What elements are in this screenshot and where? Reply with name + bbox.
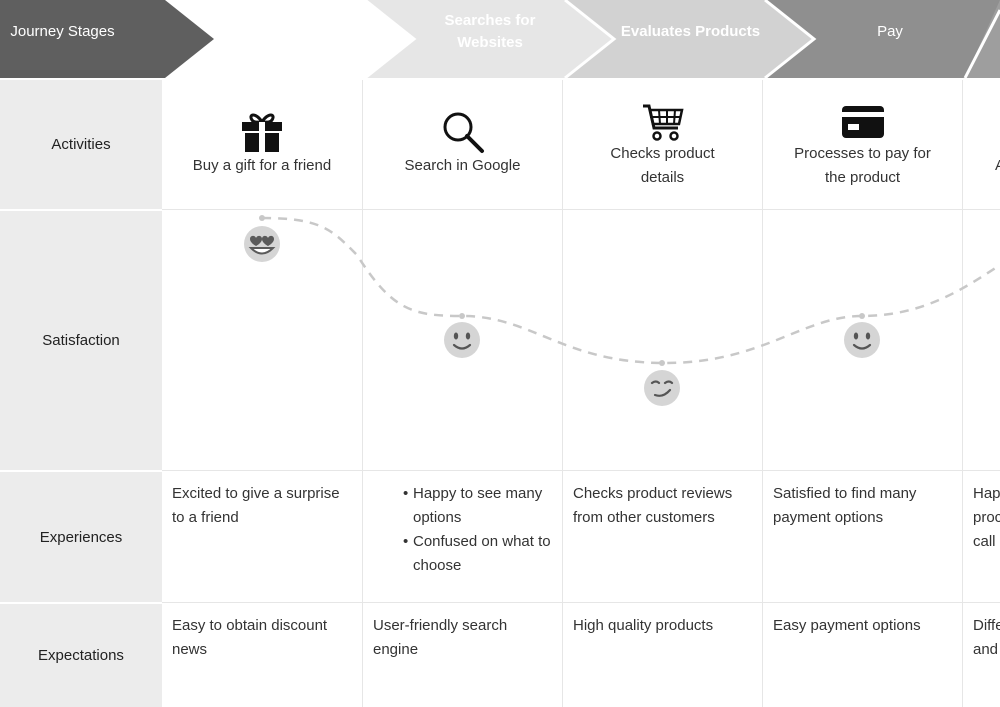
stage-label-2: Searches for Websites: [444, 12, 536, 51]
journey-stages-header: [0, 0, 1000, 80]
experience-line: Hap: [973, 485, 1000, 502]
expectation-cell-4: Easy payment options: [773, 614, 953, 638]
row-label-expectations: Expectations: [0, 604, 162, 707]
expectation-line: and: [973, 641, 999, 658]
expectation-cell-3: High quality products: [573, 614, 753, 638]
gift-icon: [242, 113, 282, 152]
experience-line: call: [973, 533, 996, 550]
heart-eyes-emoji: [244, 226, 280, 262]
stage-chevron-4: [765, 0, 1000, 78]
experience-line: proc: [973, 509, 1000, 526]
journey-stages-title: Journey Stages: [10, 23, 115, 40]
activity-cell-3: Checks product details: [563, 80, 762, 209]
expectation-cell-1: Easy to obtain discount news: [172, 614, 347, 662]
journey-stages-chevron: [0, 0, 214, 78]
experience-cell-3: Checks product reviews from other custom…: [573, 482, 753, 530]
stage-label-4: Pay: [877, 23, 903, 40]
expectation-line: Diffe: [973, 617, 1000, 634]
activity-cell-5: A: [963, 150, 1000, 180]
stage-label-3: Evaluates Products: [620, 23, 761, 40]
shopping-cart-icon: [642, 104, 684, 141]
search-icon: [443, 112, 484, 153]
stage-chevron-3: [565, 0, 814, 78]
stage-chevron-1: [165, 0, 414, 78]
activity-text-2: Search in Google: [404, 157, 521, 174]
experience-cell-2: Happy to see many options Confused on wh…: [403, 482, 553, 578]
smirk-emoji: [644, 370, 680, 406]
credit-card-icon: [841, 106, 884, 138]
experience-bullet: Happy to see many options: [403, 482, 553, 530]
slight-smile-emoji-1: [444, 322, 480, 358]
expectation-cell-5: Diffe and: [973, 614, 1000, 662]
stage-chevron-2: [365, 0, 614, 78]
row-label-activities: Activities: [0, 80, 162, 209]
experience-cell-4: Satisfied to find many payment options: [773, 482, 953, 530]
experience-bullet: Confused on what to choose: [403, 530, 553, 578]
activity-cell-2: Search in Google: [363, 80, 562, 209]
experience-cell-5: Hap proc call: [973, 482, 1000, 554]
row-label-experiences: Experiences: [0, 472, 162, 602]
experience-cell-1: Excited to give a surprise to a friend: [172, 482, 352, 530]
row-label-satisfaction: Satisfaction: [0, 211, 162, 470]
activity-text-5: A: [995, 154, 1000, 178]
activity-cell-1: Buy a gift for a friend: [162, 80, 362, 209]
satisfaction-curve: [259, 215, 1000, 366]
expectation-cell-2: User-friendly search engine: [373, 614, 523, 662]
activity-text-4: Processes to pay for the product: [794, 145, 931, 186]
activity-cell-4: Processes to pay for the product: [763, 80, 962, 209]
activity-text-1: Buy a gift for a friend: [192, 157, 332, 174]
slight-smile-emoji-2: [844, 322, 880, 358]
activity-text-3: Checks product details: [610, 145, 715, 186]
